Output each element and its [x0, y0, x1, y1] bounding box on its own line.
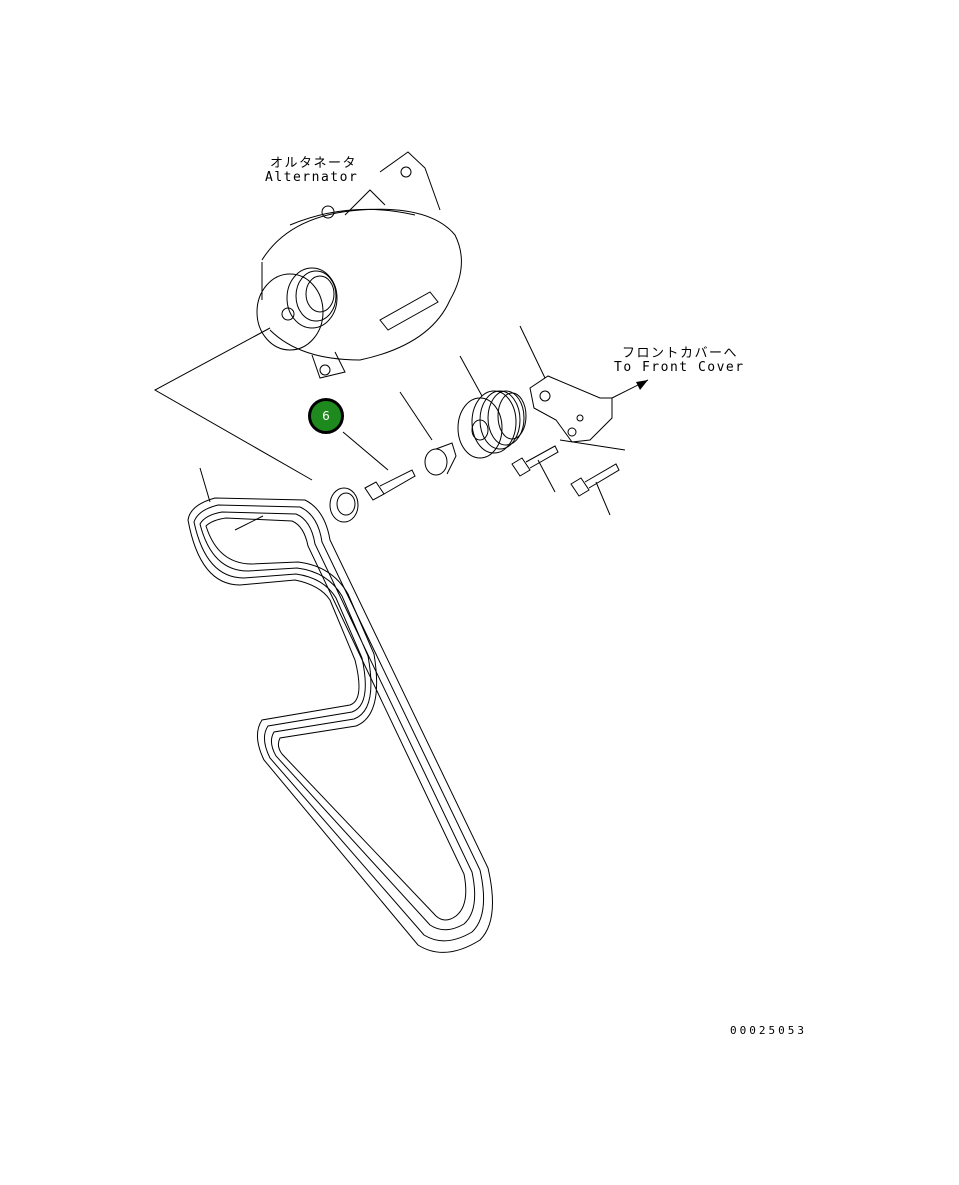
front-cover-label-en: To Front Cover — [614, 360, 745, 375]
leader-alternator — [153, 327, 313, 481]
alternator — [256, 151, 462, 379]
bolt-item-6 — [364, 469, 416, 501]
leader-belt — [199, 467, 211, 503]
drawing-number: 00025053 — [730, 1024, 807, 1037]
bolt-b — [570, 463, 620, 497]
spacer — [424, 442, 457, 476]
leader-spacer — [399, 391, 433, 441]
leader-pulley — [459, 355, 483, 397]
bracket — [529, 375, 626, 451]
front-cover-arrow-head — [636, 380, 648, 390]
leader-belt-inner — [234, 515, 264, 531]
leader-bolt-a — [537, 459, 556, 493]
leader-bolt-b — [595, 481, 611, 516]
alternator-label-en: Alternator — [265, 170, 359, 185]
callout-6[interactable]: 6 — [308, 398, 344, 434]
idler-pulley — [457, 390, 527, 459]
v-belt — [187, 497, 493, 953]
front-cover-label-jp: フロントカバーへ — [622, 346, 739, 361]
callout-6-number: 6 — [322, 409, 330, 423]
alternator-label-jp: オルタネータ — [270, 156, 358, 171]
leader-bracket — [519, 325, 546, 379]
washer — [329, 487, 359, 523]
bolt-a — [511, 445, 559, 477]
leader-callout-6 — [342, 431, 389, 471]
